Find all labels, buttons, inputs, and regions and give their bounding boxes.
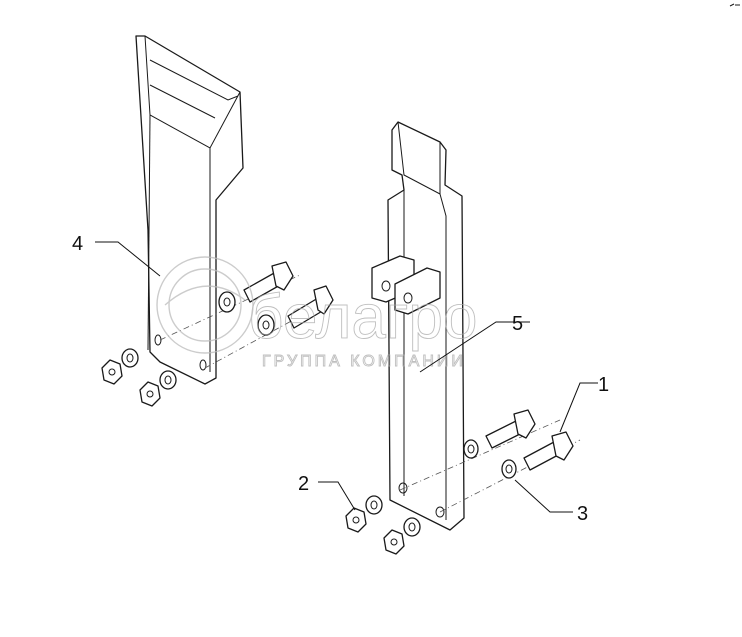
corner-mark: [729, 3, 740, 7]
callout-4: 4: [72, 233, 83, 255]
watermark-subtitle: ГРУППА КОМПАНИИ: [262, 353, 466, 370]
watermark-brand: белагро: [248, 283, 477, 352]
callout-1: 1: [598, 374, 609, 396]
nut: [101, 359, 405, 555]
part-5-bracket: [387, 121, 465, 531]
part-4-bracket: [135, 35, 244, 385]
callout-2: 2: [298, 473, 309, 495]
bolt: [243, 261, 574, 471]
spacer-plates: [371, 255, 441, 315]
washer: [121, 291, 517, 537]
callout-3: 3: [577, 503, 588, 525]
belagro-watermark-logo: белагро ГРУППА КОМПАНИИ: [156, 256, 478, 370]
callout-5: 5: [512, 313, 523, 335]
